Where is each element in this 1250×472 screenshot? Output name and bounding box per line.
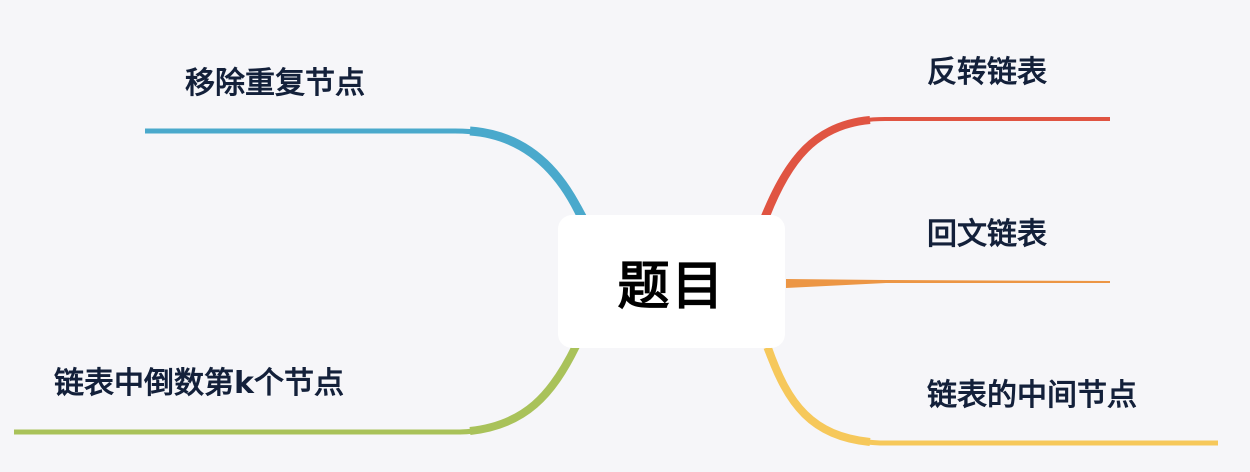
- connector-reverse-list: [761, 117, 1110, 217]
- root-node[interactable]: 题目: [558, 215, 785, 348]
- topic-remove-duplicates[interactable]: 移除重复节点: [185, 66, 365, 101]
- topic-kth-from-end[interactable]: 链表中倒数第k个节点: [54, 366, 344, 401]
- root-node-label: 题目: [617, 257, 726, 317]
- topic-reverse-list[interactable]: 反转链表: [927, 55, 1047, 90]
- topic-middle-node[interactable]: 链表的中间节点: [927, 378, 1137, 413]
- connector-palindrome-list: [786, 279, 1110, 288]
- topic-palindrome-list[interactable]: 回文链表: [927, 217, 1047, 252]
